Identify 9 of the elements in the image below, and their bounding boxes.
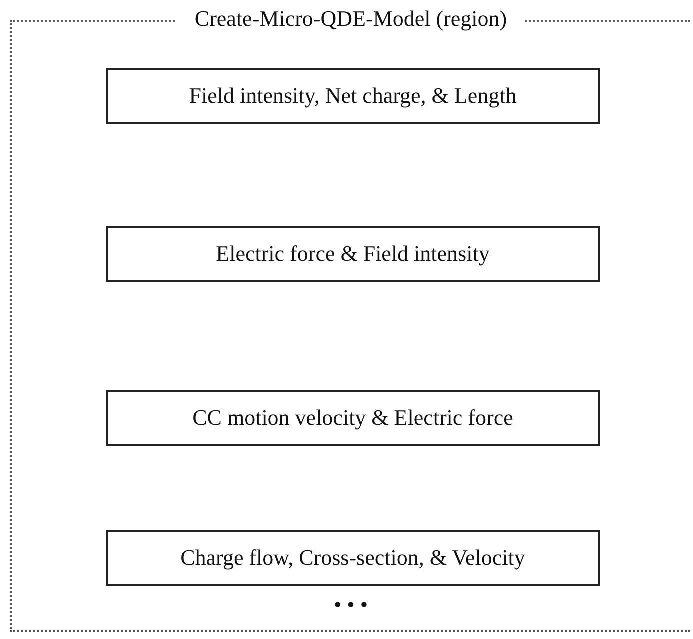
box-label: Field intensity, Net charge, & Length: [189, 83, 517, 109]
process-box: [106, 226, 600, 282]
box-label: Charge flow, Cross-section, & Velocity: [180, 545, 526, 571]
box-label: Electric force & Field intensity: [216, 241, 490, 267]
process-box: [106, 530, 600, 586]
process-box: [106, 390, 600, 446]
box-label: CC motion velocity & Electric force: [192, 405, 514, 431]
process-box: [106, 68, 600, 124]
ellipsis-label: • • •: [334, 592, 368, 618]
